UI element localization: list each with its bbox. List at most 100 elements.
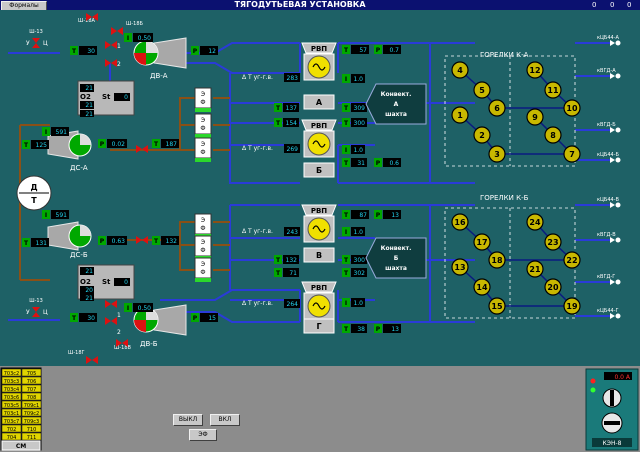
burner-a-burner-circle[interactable] <box>526 108 544 126</box>
valve-dv-b-1[interactable] <box>105 300 117 308</box>
valve-sh13-bottom-lower[interactable] <box>32 312 40 317</box>
burner-a-burner[interactable]: 2 <box>473 126 491 144</box>
burner-a-burner[interactable]: 9 <box>526 108 544 126</box>
valve-ds-a[interactable] <box>136 145 148 153</box>
valve-sh18b[interactable] <box>111 27 123 35</box>
valve-dv-a-2[interactable] <box>105 59 117 67</box>
burner-b-burner[interactable]: 19 <box>563 297 581 315</box>
valve-sh13-top-lower[interactable] <box>32 43 40 48</box>
alarm-cell[interactable]: 707 <box>27 387 37 393</box>
burner-a-burner-circle[interactable] <box>488 99 506 117</box>
alarm-cell[interactable]: 709с3 <box>24 419 39 425</box>
burner-b-burner[interactable]: 21 <box>526 260 544 278</box>
burner-b-burner[interactable]: 13 <box>451 258 469 276</box>
burner-b-burner[interactable]: 15 <box>488 297 506 315</box>
burner-a-burner[interactable]: 4 <box>451 61 469 79</box>
burner-b-burner-circle[interactable] <box>526 260 544 278</box>
burner-a-burner[interactable]: 10 <box>563 99 581 117</box>
ds-b-fan[interactable] <box>47 221 92 251</box>
burner-b-burner[interactable]: 22 <box>563 251 581 269</box>
burner-b-burner[interactable]: 23 <box>544 233 562 251</box>
valve-dv-b-2-right[interactable] <box>111 317 117 325</box>
alarm-cell[interactable]: 703с7 <box>4 419 19 425</box>
valve-ds-b-right[interactable] <box>142 236 148 244</box>
filter-top-2[interactable]: ЭФ <box>194 113 212 138</box>
valve-ds-a-left[interactable] <box>136 145 142 153</box>
burner-b-burner-circle[interactable] <box>563 297 581 315</box>
rvp-g[interactable]: РВП <box>301 281 337 320</box>
convective-shaft-b-body[interactable] <box>365 237 427 279</box>
burner-a-burner-circle[interactable] <box>563 99 581 117</box>
dv-b-fan-body[interactable] <box>153 304 187 336</box>
alarm-cell[interactable]: 703с5 <box>4 403 19 409</box>
valve-dv-a-2-left[interactable] <box>105 59 111 67</box>
burner-b-burner-circle[interactable] <box>488 297 506 315</box>
valve-ds-b[interactable] <box>136 236 148 244</box>
off-button[interactable]: ВЫКЛ <box>173 414 203 426</box>
valve-dv-a-1-left[interactable] <box>105 41 111 49</box>
burner-a-burner-circle[interactable] <box>488 145 506 163</box>
filter-top-3[interactable]: ЭФ <box>194 137 212 162</box>
valve-sh18g[interactable] <box>86 356 98 364</box>
burner-a-burner[interactable]: 1 <box>451 106 469 124</box>
valve-sh18b-right[interactable] <box>117 27 123 35</box>
burner-a-burner-circle[interactable] <box>544 126 562 144</box>
alarm-cell[interactable]: 709с2 <box>24 411 39 417</box>
valve-dv-b-2-left[interactable] <box>105 317 111 325</box>
alarm-cell[interactable]: 703с3 <box>4 379 19 385</box>
burner-b-burner[interactable]: 14 <box>473 278 491 296</box>
burner-b-burner[interactable]: 24 <box>526 213 544 231</box>
burner-a-burner-circle[interactable] <box>473 81 491 99</box>
valve-sh18v-right[interactable] <box>122 339 128 347</box>
valve-dv-b-2[interactable] <box>105 317 117 325</box>
valve-dv-b-1-left[interactable] <box>105 300 111 308</box>
valve-sh18v-left[interactable] <box>116 339 122 347</box>
alarm-cell[interactable]: 706 <box>27 379 37 385</box>
alarm-cell[interactable]: 703с4 <box>4 387 19 393</box>
valve-sh18a-left[interactable] <box>86 13 92 21</box>
filter-bottom-2[interactable]: ЭФ <box>194 235 212 260</box>
valve-dv-a-1-right[interactable] <box>111 41 117 49</box>
burner-b-burner-circle[interactable] <box>473 278 491 296</box>
alarm-cell[interactable]: 703с6 <box>4 395 19 401</box>
rvp-v[interactable]: РВП <box>301 204 337 243</box>
alarm-cell[interactable]: 711 <box>27 435 37 441</box>
burner-b-burner-circle[interactable] <box>488 251 506 269</box>
alarm-cell[interactable]: 703с2 <box>4 371 19 377</box>
burner-b-burner-circle[interactable] <box>544 233 562 251</box>
valve-sh13-top-upper[interactable] <box>32 38 40 43</box>
valve-sh13-bottom[interactable] <box>32 307 40 317</box>
burner-b-burner[interactable]: 18 <box>488 251 506 269</box>
burner-a-burner[interactable]: 11 <box>544 81 562 99</box>
burner-a-burner-circle[interactable] <box>451 61 469 79</box>
alarm-cell[interactable]: 705 <box>27 371 37 377</box>
burner-a-burner-circle[interactable] <box>563 145 581 163</box>
alarm-cell[interactable]: 704 <box>7 435 17 441</box>
dv-a-fan[interactable] <box>133 37 187 69</box>
valve-sh13-top[interactable] <box>32 38 40 48</box>
filter-bottom-3[interactable]: ЭФ <box>194 257 212 282</box>
rvp-b[interactable]: РВП <box>301 119 337 158</box>
burner-a-burner-circle[interactable] <box>451 106 469 124</box>
burner-b-burner-circle[interactable] <box>451 258 469 276</box>
alarm-cell[interactable]: 702 <box>7 427 17 433</box>
burner-b-burner[interactable]: 17 <box>473 233 491 251</box>
burner-b-burner-circle[interactable] <box>526 213 544 231</box>
dv-a-fan-body[interactable] <box>153 37 187 69</box>
burner-a-burner[interactable]: 3 <box>488 145 506 163</box>
burner-b-burner-circle[interactable] <box>451 213 469 231</box>
burner-a-burner[interactable]: 8 <box>544 126 562 144</box>
valve-ds-b-left[interactable] <box>136 236 142 244</box>
rvp-a[interactable]: РВП <box>301 42 337 81</box>
burner-a-burner[interactable]: 7 <box>563 145 581 163</box>
valve-sh13-bottom-upper[interactable] <box>32 307 40 312</box>
ef-button[interactable]: ЭФ <box>189 429 217 441</box>
valve-ds-a-right[interactable] <box>142 145 148 153</box>
valve-sh18g-left[interactable] <box>86 356 92 364</box>
on-button[interactable]: ВКЛ <box>210 414 240 426</box>
valve-sh18a[interactable] <box>86 13 98 21</box>
